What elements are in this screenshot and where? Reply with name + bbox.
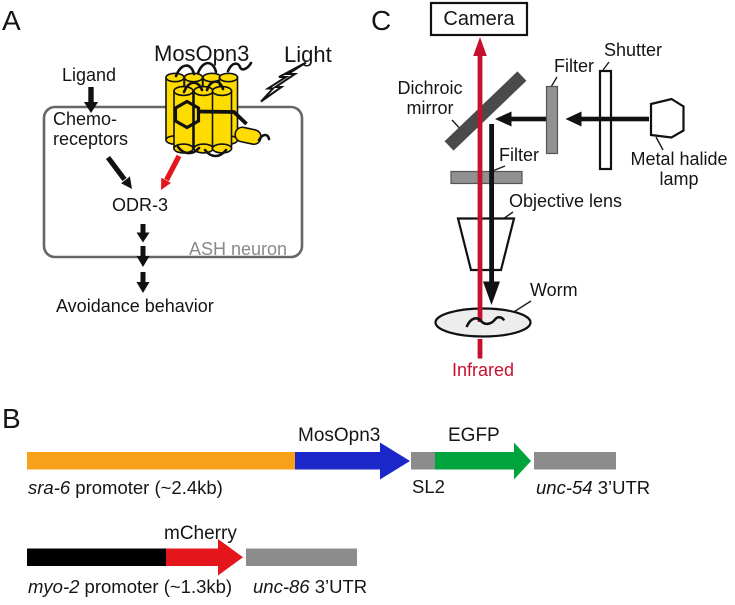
excitation-beam [495, 111, 649, 127]
avoidance-behavior-label: Avoidance behavior [56, 296, 214, 316]
sra6-promoter-bar [27, 452, 295, 470]
mosopn3-gene-label: MosOpn3 [298, 425, 381, 446]
panel-b-label: B [2, 403, 21, 434]
lamp-pointer [655, 136, 664, 151]
emission-filter [450, 170, 523, 185]
light-to-odr3-arrow [161, 154, 182, 190]
unc54-utr-box [534, 452, 616, 470]
mosopn3-arrow [295, 442, 410, 480]
filter-top-pointer [550, 76, 558, 88]
dichroic-mirror [444, 71, 527, 151]
mosopn3-protein-label: MosOpn3 [154, 41, 250, 66]
metal-halide-lamp-label: Metal halide lamp [630, 149, 728, 189]
unc86-utr-box [246, 548, 357, 566]
objective-lens-label: Objective lens [509, 191, 623, 211]
camera-box [429, 1, 529, 37]
objective-lens [456, 217, 516, 272]
sl2-label: SL2 [412, 476, 445, 497]
unc54-utr-label: unc-54 3’UTR [536, 477, 651, 498]
excitation-filter [545, 85, 559, 155]
ligand-label: Ligand [62, 65, 117, 85]
mcherry-gene-label: mCherry [164, 523, 237, 544]
ligand-arrow [83, 87, 99, 113]
dichroic-mirror-label: Dichroic mirror [397, 78, 463, 118]
infrared-label: Infrared [452, 360, 515, 380]
sra6-promoter-label: sra-6 promoter (~2.4kb) [28, 477, 223, 498]
odr3-label: ODR-3 [112, 195, 169, 215]
retinal-molecule [173, 99, 248, 130]
lightning-bolt-icon [260, 61, 307, 103]
signal-cascade-arrows [136, 224, 150, 293]
panel-b-constructs [27, 442, 616, 576]
opsin-loops [174, 61, 271, 158]
emission-filter-label: Filter [499, 145, 539, 165]
excitation-filter-label: Filter [554, 56, 594, 76]
panel-c-setup [429, 1, 685, 359]
infrared-beam [473, 37, 487, 359]
unc86-utr-label: unc-86 3’UTR [253, 576, 368, 597]
panel-a-label: A [2, 5, 21, 36]
sl2-box [411, 452, 435, 470]
worm-label: Worm [530, 280, 578, 300]
shutter-label: Shutter [604, 40, 663, 60]
panel-a-diagram [42, 61, 307, 293]
worm-squiggle [465, 315, 505, 328]
egfp-gene-label: EGFP [448, 425, 500, 446]
metal-halide-lamp [649, 97, 685, 139]
panel-c-label: C [371, 5, 392, 36]
opsin-helix8 [234, 126, 262, 146]
chemoreceptors-label: Chemo- receptors [53, 109, 129, 149]
myo2-promoter-bar [27, 548, 166, 566]
shutter-pointer [602, 61, 610, 71]
ash-neuron-label: ASH neuron [189, 239, 288, 259]
imaging-beam [483, 124, 500, 305]
myo2-promoter-label: myo-2 promoter (~1.3kb) [28, 576, 233, 597]
light-label: Light [284, 42, 332, 67]
mcherry-arrow [166, 539, 243, 576]
camera-label: Camera [443, 8, 515, 30]
chemo-to-odr3-arrow [105, 155, 132, 189]
egfp-arrow [435, 442, 531, 480]
